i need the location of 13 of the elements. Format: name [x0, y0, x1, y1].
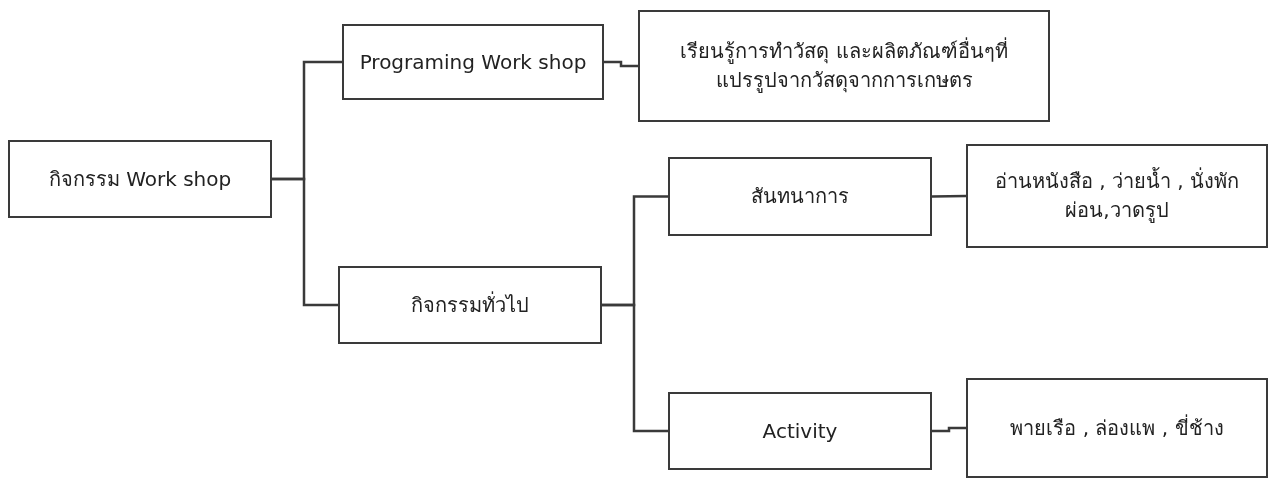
- text-box: กิจกรรม Work shop: [8, 140, 272, 218]
- text-box: พายเรือ , ล่องแพ , ขี่ช้าง: [966, 378, 1268, 478]
- text-box: Programing Work shop: [342, 24, 604, 100]
- connector-line: [604, 60, 638, 68]
- text-box: Activity: [668, 392, 932, 470]
- connector-line: [932, 194, 966, 198]
- connector-line: [272, 177, 338, 307]
- text-box: กิจกรรมทั่วไป: [338, 266, 602, 344]
- connector-line: [602, 303, 668, 433]
- text-box: สันทนาการ: [668, 157, 932, 236]
- connector-line: [932, 426, 966, 433]
- text-box: เรียนรู้การทำวัสดุ และผลิตภัณฑ์อื่นๆที่ แปรรูปจากวัสดุจากการเกษตร: [638, 10, 1050, 122]
- text-box: อ่านหนังสือ , ว่ายน้ำ , นั่งพักผ่อน,วาดรูป: [966, 144, 1268, 248]
